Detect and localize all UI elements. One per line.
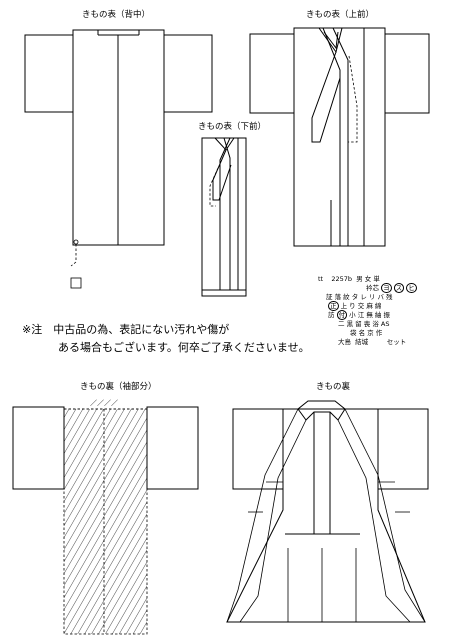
code-cell: セット (386, 338, 407, 346)
code-cell: 訪 (328, 311, 335, 319)
back-view-title: きもの表（背中） (82, 10, 151, 20)
code-cell: 女 (364, 275, 372, 283)
code-cell: 芯 (372, 284, 380, 292)
code-cell: り (349, 302, 356, 310)
sleeve-hatch-mark: ／／／／ (90, 399, 118, 407)
code-cell: 作 (375, 329, 383, 337)
code-cell: 単 (373, 275, 380, 283)
code-row: 袋 名 京 作 (350, 329, 382, 338)
code-cell: タ (351, 293, 359, 301)
code-cell: 交 (357, 302, 365, 310)
code-row: 証 落 紋 タ レ リ バ 残 (326, 293, 393, 302)
code-cell: 小 (349, 311, 356, 319)
kimono-lining-drawing (226, 400, 429, 623)
code-cell: 京 (367, 329, 374, 337)
code-cell: リ (368, 293, 376, 301)
kimono-lining-sleeve-drawing (12, 406, 199, 635)
code-cell: 残 (386, 293, 393, 301)
code-cell: 2257b (331, 275, 353, 283)
code-cell: 大島 (338, 338, 351, 346)
code-cell: 落 (334, 293, 342, 301)
code-row: tt 2257b 男 女 単 (318, 275, 380, 284)
code-cell-circled: ヒ (406, 283, 417, 293)
code-cell: 浴 (372, 320, 379, 328)
code-cell: 紬 (374, 311, 382, 319)
code-cell: 綿 (374, 302, 382, 310)
code-cell: 名 (358, 329, 366, 337)
lining-title: きもの裏 (316, 382, 351, 392)
code-cell: 袋 (350, 329, 357, 337)
code-cell: AS (380, 320, 390, 328)
front-lower-title: きもの表（下前） (198, 122, 267, 132)
note-line-2: ある場合もございます。何卒ご了承くださいませ。 (58, 341, 310, 354)
note-line-1: ※注 中古品の為、表記にない汚れや傷が (22, 323, 230, 336)
code-row: 二 黒 留 喪 浴 AS (338, 320, 389, 329)
code-cell-circled: ス (393, 283, 405, 293)
code-cell: 留 (355, 320, 362, 328)
code-row: 大島 結城 セット (338, 338, 406, 347)
code-cell: 紋 (343, 293, 350, 301)
code-cell: 振 (383, 311, 390, 319)
code-cell: 結城 (355, 338, 369, 346)
code-cell-circled: 正 (328, 301, 339, 311)
front-upper-title: きもの表（上前） (306, 10, 375, 20)
code-cell: tt (318, 275, 324, 283)
code-cell: 二 (338, 320, 345, 328)
code-cell-circled: 付 (336, 310, 348, 320)
kimono-back-drawing (24, 29, 213, 289)
code-cell: 黒 (346, 320, 354, 328)
code-cell: 衿 (366, 284, 373, 292)
code-cell: 上 (340, 302, 348, 310)
kimono-front-lower-drawing (201, 137, 247, 297)
code-cell: 麻 (366, 302, 373, 310)
code-cell: 喪 (363, 320, 371, 328)
code-row: 衿芯 ヨ ス ヒ (366, 283, 417, 293)
code-row: 訪 付 小 江 無 紬 振 (328, 310, 390, 320)
code-cell-circled: ヨ (381, 283, 392, 293)
code-cell: バ (377, 293, 384, 301)
code-cell: レ (360, 293, 367, 301)
code-cell: 証 (326, 293, 333, 301)
code-row: 正 上 り 交 麻 綿 (328, 301, 382, 311)
code-cell: 江 (357, 311, 365, 319)
lining-sleeve-title: きもの裏（袖部分） (80, 382, 157, 392)
code-cell: 男 (356, 275, 363, 283)
code-cell: 無 (366, 311, 373, 319)
kimono-front-upper-drawing (249, 27, 430, 247)
